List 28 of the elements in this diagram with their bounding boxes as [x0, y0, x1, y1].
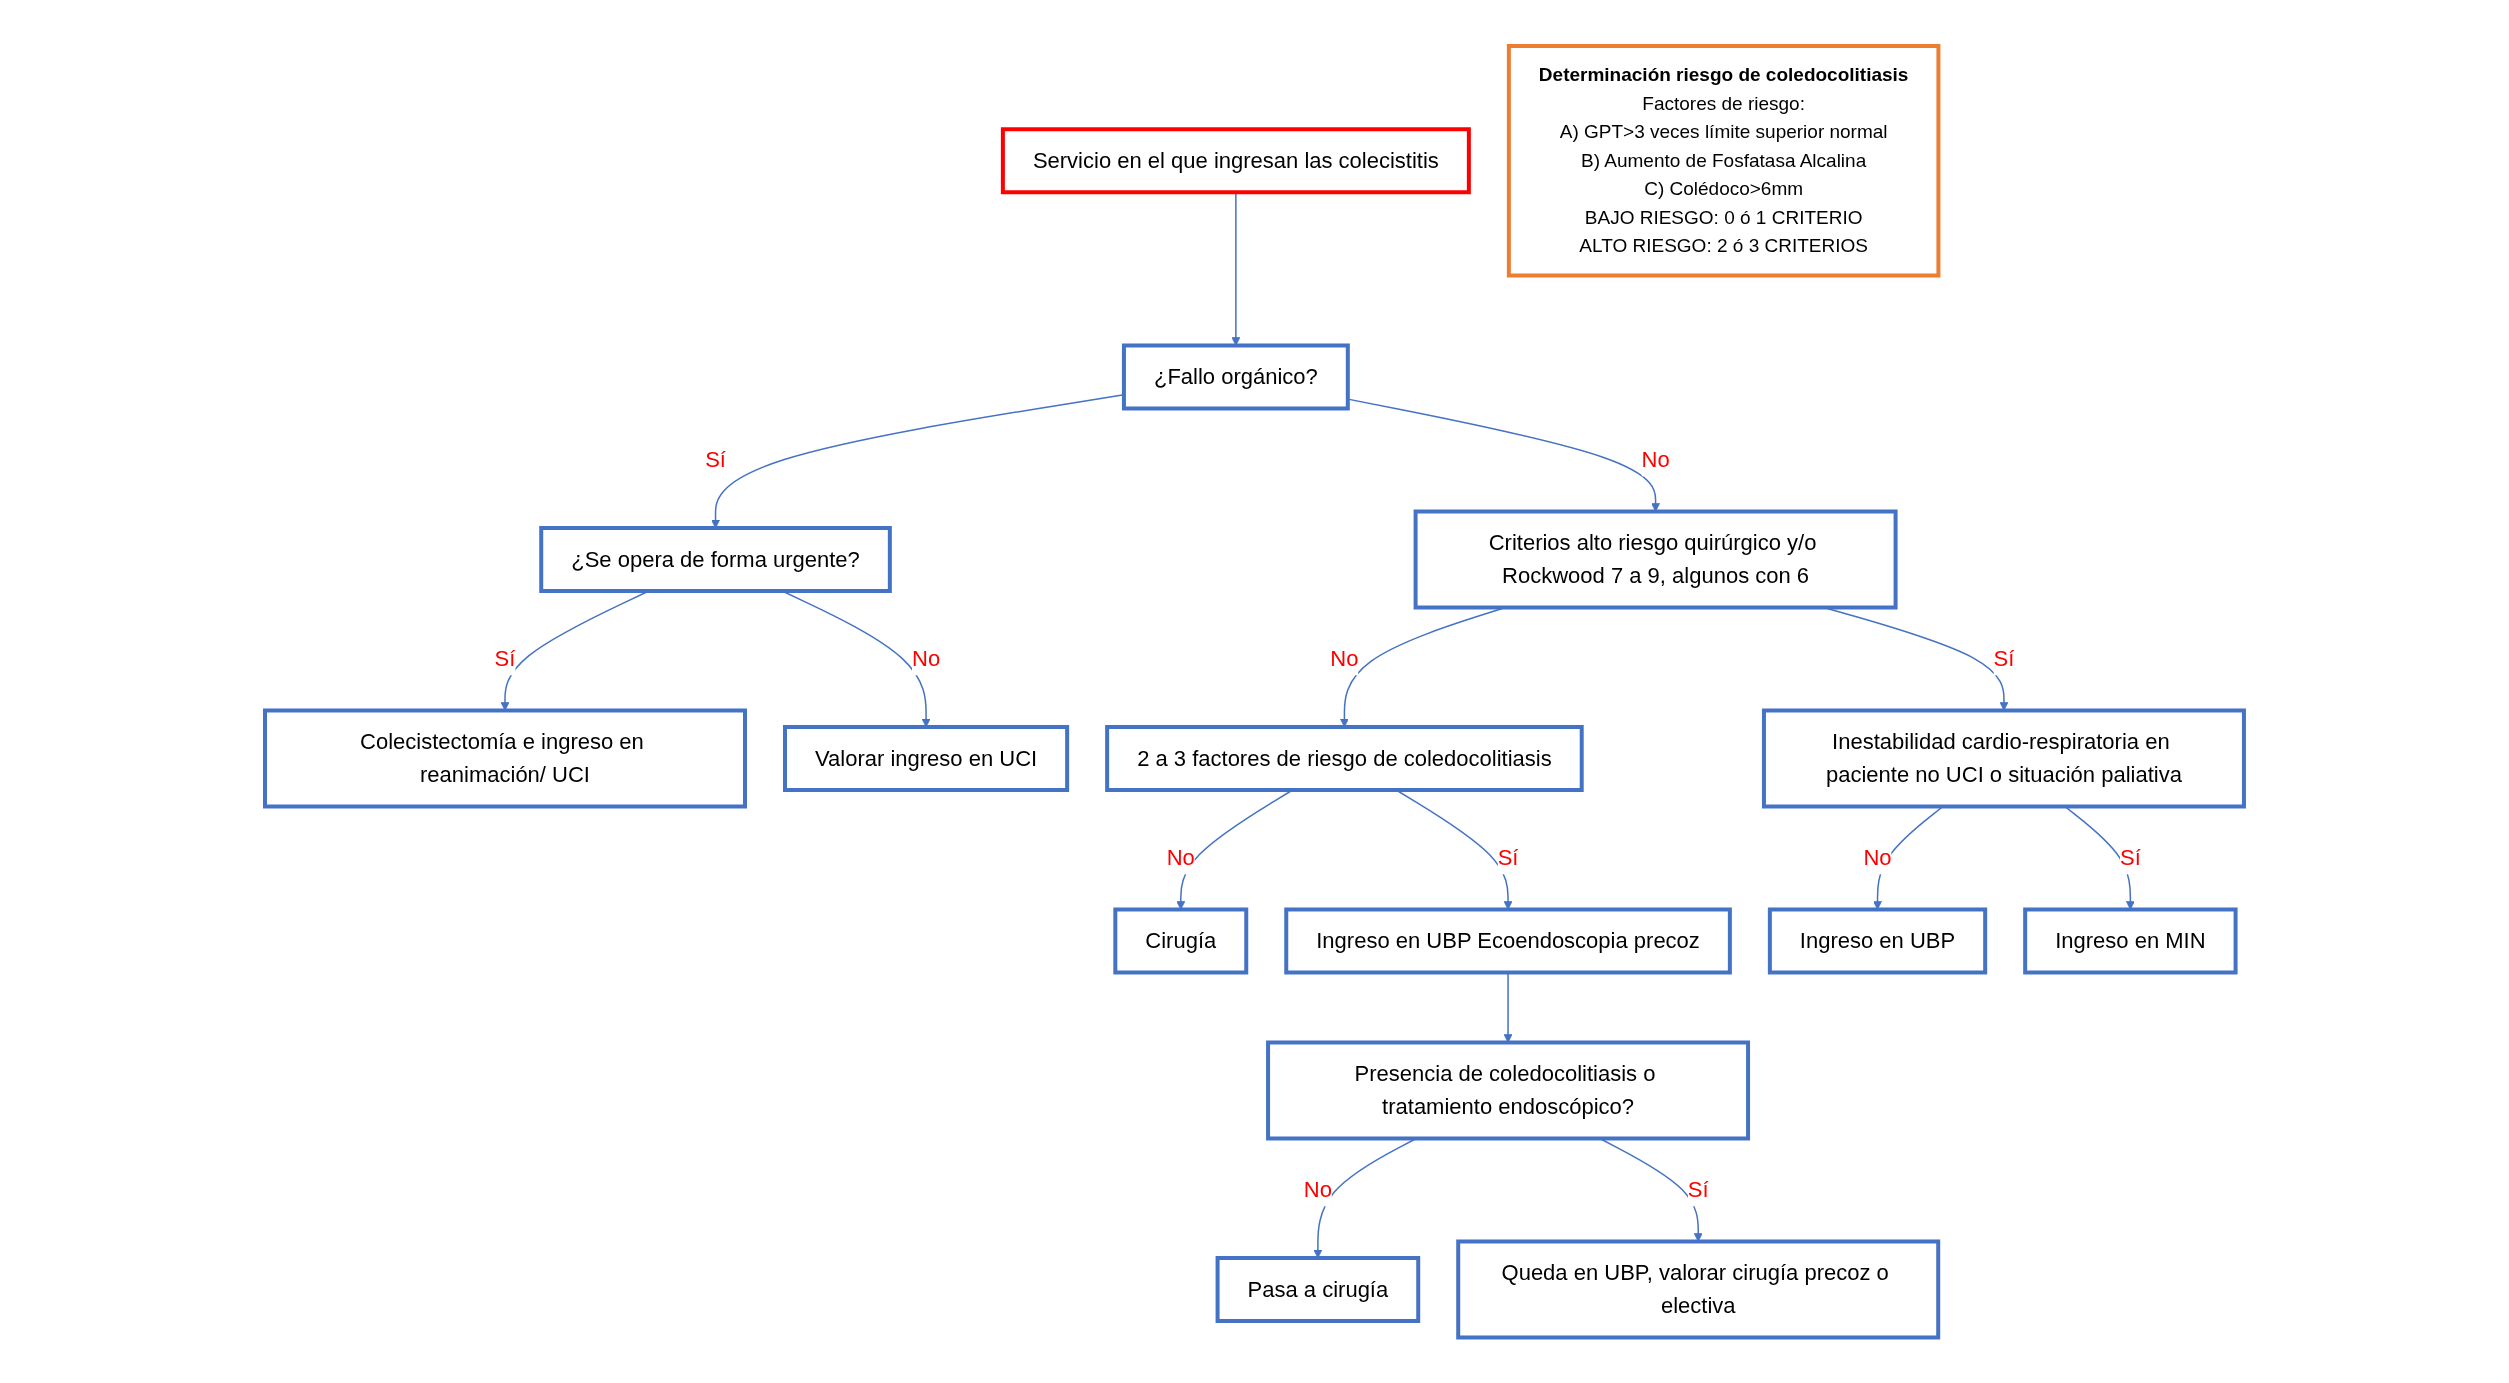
edge-label: No [1330, 646, 1359, 672]
node-box: Ingreso en UBP Ecoendoscopia precoz [1284, 907, 1732, 975]
edge-label: No [1166, 845, 1195, 871]
node-box: Criterios alto riesgo quirúrgico y/o Rockwood 7 a 9, algunos con 6 [1413, 509, 1898, 610]
node-box: Pasa a cirugía [1215, 1255, 1421, 1323]
node-box: Valorar ingreso en UCI [783, 724, 1070, 792]
node-box: Ingreso en MIN [2023, 907, 2238, 975]
edge-label: Sí [1497, 845, 1519, 871]
node-box: 2 a 3 factores de riesgo de coledocolitiasis [1105, 724, 1584, 792]
node-box: Colecistectomía e ingreso en reanimación/ UCI [263, 708, 747, 809]
edge-label: No [1641, 447, 1670, 473]
edge-label: Sí [2120, 845, 2141, 871]
node-box: ¿Fallo orgánico? [1121, 343, 1350, 411]
node-box: Cirugía [1113, 907, 1249, 975]
node-box: Determinación riesgo de coledocolitiasis Factores de riesgo: A) GPT>3 veces límite superior normal B) Aumento de Fosfatasa Alcalina C) Colédoco>6mm BAJO RIESGO: 0 ó 1 CRITERIO ALTO RIESGO: 2 ó 3 CRITERIOS [1506, 43, 1941, 278]
edge-label: No [912, 646, 941, 672]
edge-label: Sí [494, 646, 516, 672]
node-box: Queda en UBP, valorar cirugía precoz o electiva [1456, 1239, 1941, 1340]
edge-label: Sí [705, 447, 726, 473]
edge-label: Sí [1993, 646, 2015, 672]
edge-label: No [1863, 845, 1892, 871]
node-box: Ingreso en UBP [1767, 907, 1988, 975]
node-box: ¿Se opera de forma urgente? [539, 525, 892, 593]
node-box: Servicio en el que ingresan las colecistitis [1000, 127, 1471, 194]
node-box: Inestabilidad cardio-respiratoria en paciente no UCI o situación paliativa [1761, 708, 2246, 809]
node-box: Presencia de coledocolitiasis o tratamiento endoscópico? [1266, 1040, 1751, 1141]
edge-label: Sí [1687, 1177, 1709, 1203]
edge-label: No [1303, 1177, 1332, 1203]
